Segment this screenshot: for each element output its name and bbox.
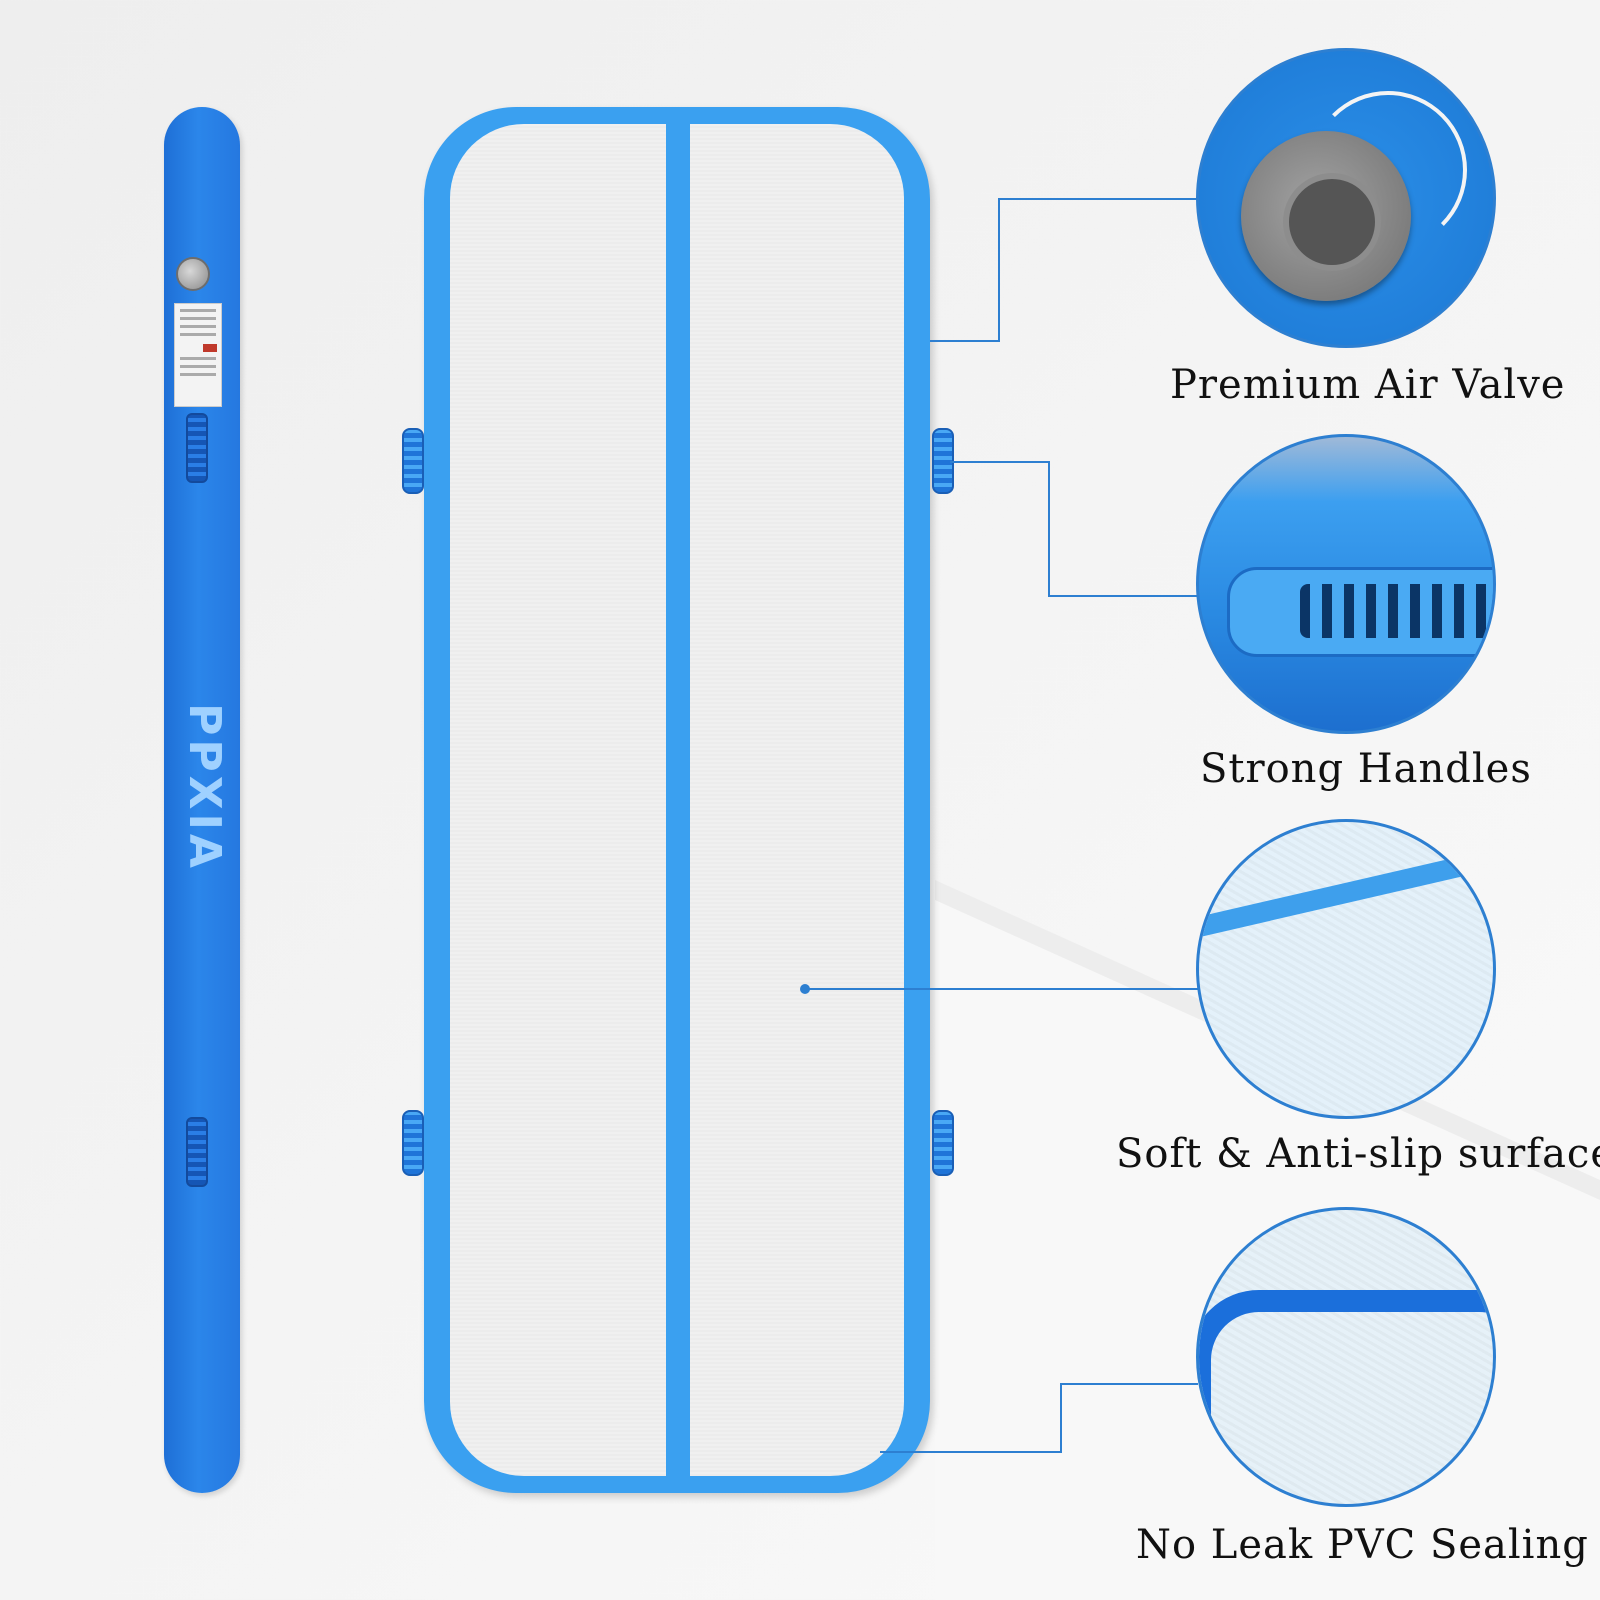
- mat-handle-bottom-left: [402, 1110, 424, 1176]
- leader-valve-h1: [930, 340, 1000, 342]
- mat-panel-left: [450, 124, 666, 1476]
- side-handle-bottom: [186, 1117, 208, 1187]
- warning-label-sticker: [174, 303, 222, 407]
- leader-surface: [805, 988, 1198, 990]
- feature-circle-handles: [1196, 434, 1496, 734]
- leader-valve-v: [998, 198, 1000, 342]
- brand-logo: PPXIA: [174, 703, 234, 872]
- mat-handle-top-left: [402, 428, 424, 494]
- leader-seal-h2: [1060, 1383, 1198, 1385]
- mat-side-view: [164, 107, 240, 1493]
- valve-strap: [1309, 91, 1467, 249]
- leader-seal-h1: [880, 1451, 1062, 1453]
- mat-panel-right: [690, 124, 904, 1476]
- handle-icon: [1227, 567, 1493, 657]
- side-valve-icon: [176, 257, 210, 291]
- caption-handles: Strong Handles: [1200, 746, 1532, 792]
- leader-valve-h2: [998, 198, 1198, 200]
- mat-top-view: [424, 107, 930, 1493]
- brand-logo-text: PPXIA: [178, 702, 230, 872]
- mat-handle-bottom-right: [932, 1110, 954, 1176]
- leader-handle-h1: [950, 461, 1050, 463]
- feature-circle-air-valve: [1196, 48, 1496, 348]
- leader-handle-h2: [1048, 595, 1198, 597]
- feature-circle-sealing: [1196, 1207, 1496, 1507]
- leader-handle-v: [1048, 461, 1050, 597]
- side-handle-top: [186, 413, 208, 483]
- feature-circle-surface: [1196, 819, 1496, 1119]
- sealed-edge: [1199, 1290, 1493, 1504]
- leader-seal-v: [1060, 1383, 1062, 1453]
- caption-air-valve: Premium Air Valve: [1170, 362, 1566, 408]
- caption-sealing: No Leak PVC Sealing: [1136, 1522, 1589, 1568]
- caption-surface: Soft & Anti-slip surface: [1116, 1131, 1600, 1177]
